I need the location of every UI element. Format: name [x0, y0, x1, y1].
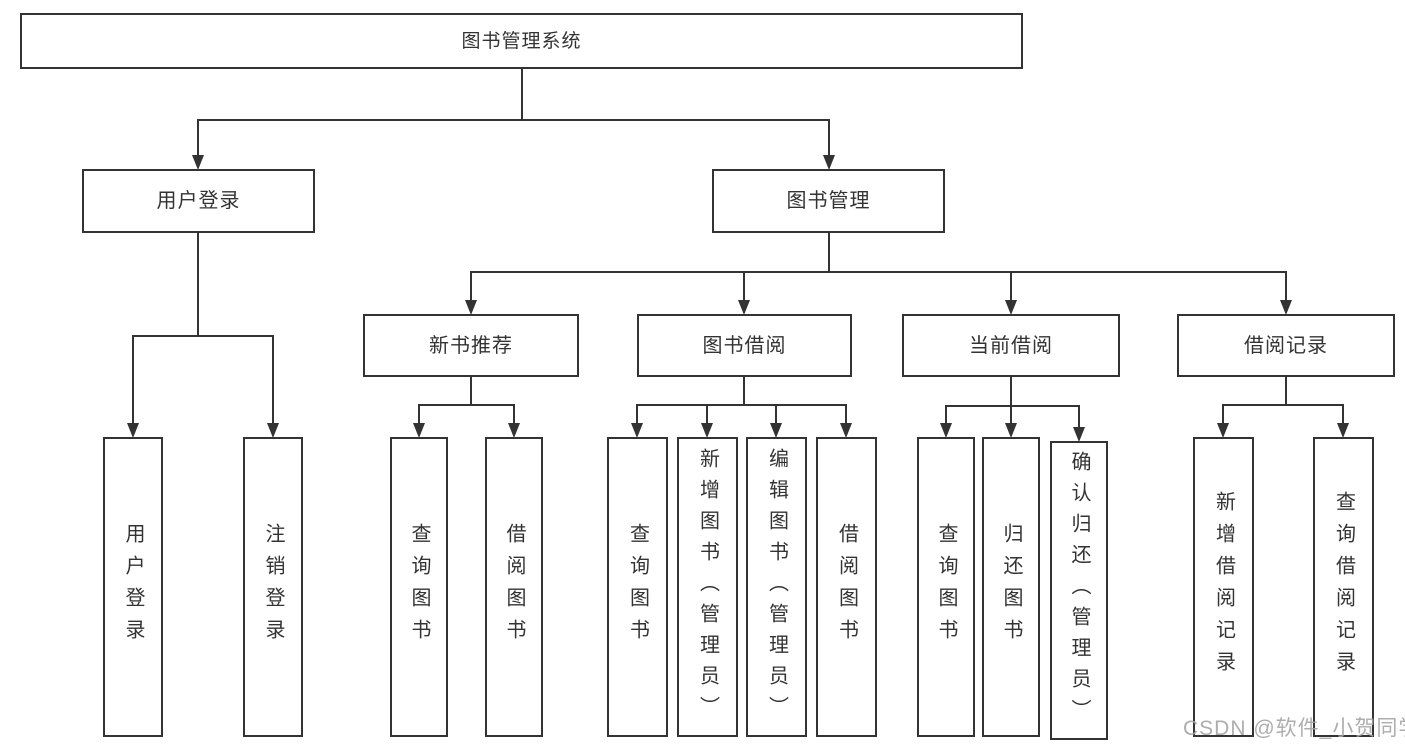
leaf-confirm-return-admin: 确认归还（管理员）: [1050, 441, 1108, 740]
leaf-logout: 注销登录: [243, 437, 303, 737]
leaf-user-login: 用户登录: [103, 437, 163, 737]
leaf-borrow-books-recommend: 借阅图书: [485, 437, 543, 737]
node-library-system: 图书管理系统: [20, 13, 1023, 69]
leaf-return-books: 归还图书: [982, 437, 1040, 737]
leaf-add-borrow-record: 新增借阅记录: [1193, 437, 1254, 737]
leaf-query-books-borrowing: 查询图书: [607, 437, 668, 737]
leaf-edit-book-admin: 编辑图书（管理员）: [746, 437, 807, 737]
node-current-borrowing: 当前借阅: [902, 314, 1120, 377]
leaf-add-book-admin: 新增图书（管理员）: [677, 437, 738, 737]
leaf-query-books-current: 查询图书: [917, 437, 975, 737]
leaf-query-books-recommend: 查询图书: [390, 437, 448, 737]
node-book-management: 图书管理: [712, 169, 945, 233]
csdn-watermark: CSDN @软件_小贺同学: [1183, 717, 1405, 740]
node-borrowing-records: 借阅记录: [1177, 314, 1395, 377]
leaf-query-borrow-record: 查询借阅记录: [1313, 437, 1374, 737]
node-book-borrowing: 图书借阅: [637, 314, 852, 377]
node-new-book-recommend: 新书推荐: [363, 314, 579, 377]
leaf-borrow-books-borrowing: 借阅图书: [816, 437, 877, 737]
node-user-login: 用户登录: [82, 169, 315, 233]
